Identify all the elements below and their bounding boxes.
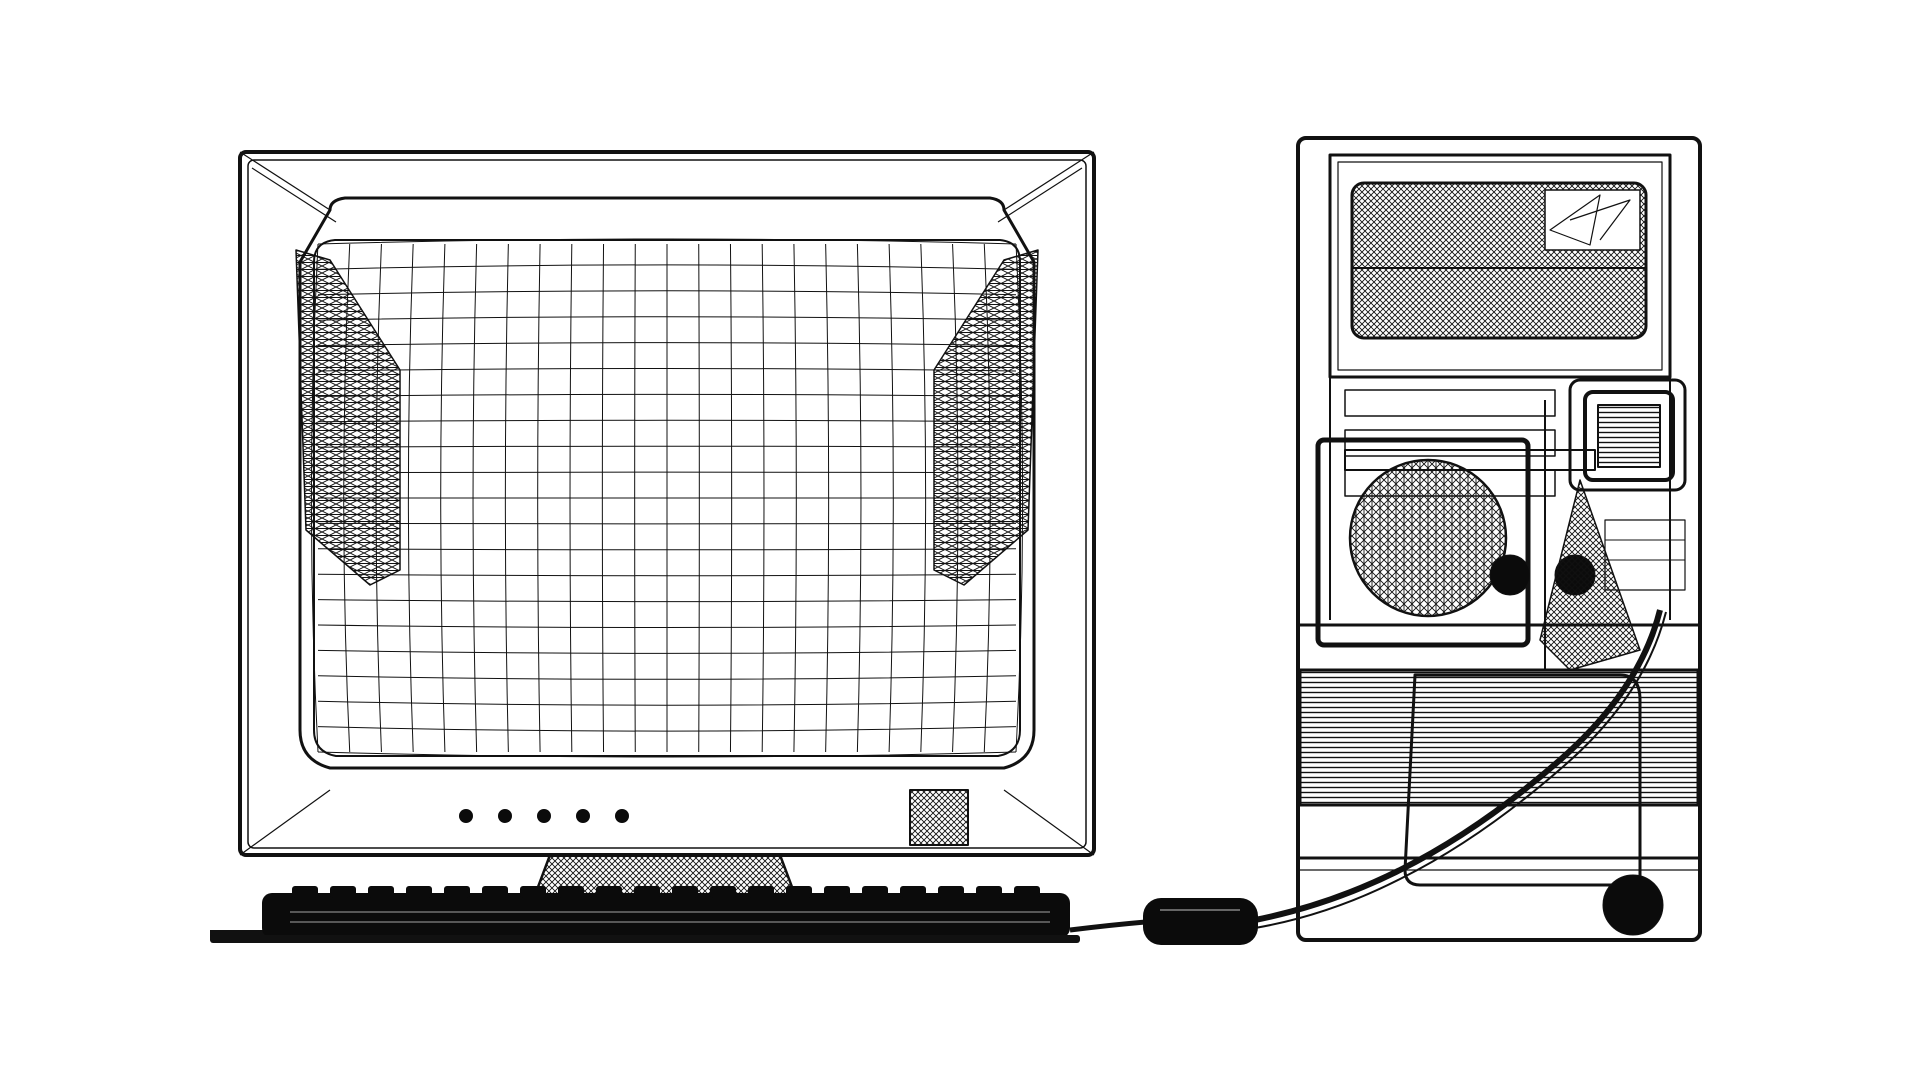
screen-grid-line [317, 419, 1017, 423]
keyboard [210, 886, 1080, 943]
screen-grid-line [317, 751, 1017, 758]
keyboard-key [938, 886, 964, 898]
keyboard-keyrows [290, 911, 1050, 923]
keyboard-key [596, 886, 622, 898]
monitor-indicator-buttons [459, 809, 629, 823]
pc-tower [1296, 136, 1702, 942]
monitor-indicator-button [576, 809, 590, 823]
tower-speaker-grill [1348, 458, 1508, 618]
left-side-mesh [295, 249, 401, 586]
bezel-bevel-lines [239, 151, 1095, 856]
screen-grid-line [317, 700, 1017, 706]
mouse [1143, 898, 1258, 945]
screen-grid-line [317, 393, 1017, 397]
keyboard-key [330, 886, 356, 898]
screen-glass [313, 239, 1021, 757]
tower-drive-bay [1344, 389, 1556, 417]
monitor-indicator-button [459, 809, 473, 823]
keyboard-key [976, 886, 1002, 898]
keyboard-base [210, 935, 1080, 943]
screen-wireframe-grid [310, 238, 1024, 758]
screen-grid-line [317, 726, 1017, 732]
keyboard-key [406, 886, 432, 898]
keyboard-key [786, 886, 812, 898]
keyboard-key [482, 886, 508, 898]
screen-grid-line [317, 548, 1017, 551]
keyboard-keys [292, 886, 1040, 898]
right-side-mesh [933, 249, 1039, 586]
keyboard-body [262, 893, 1070, 938]
screen-grid-line [317, 238, 1017, 245]
tower-knob-left [1489, 554, 1531, 596]
tower-drive-bays [1344, 389, 1556, 497]
tower-roller [1602, 874, 1664, 936]
keyboard-key [824, 886, 850, 898]
keyboard-key [444, 886, 470, 898]
keyboard-key [634, 886, 660, 898]
screen-frame [298, 196, 1036, 770]
tower-lower-vent [1298, 668, 1700, 807]
keyboard-key [520, 886, 546, 898]
screen-grid-line [317, 649, 1017, 654]
tower-power-switch [1583, 390, 1675, 482]
screen-grid-line [317, 675, 1017, 680]
screen-grid-line [317, 290, 1017, 296]
keyboard-key [748, 886, 774, 898]
keyboard-key [672, 886, 698, 898]
keyboard-key [558, 886, 584, 898]
screen-grid-line [317, 624, 1017, 628]
screen-grid-line [317, 471, 1017, 474]
tower-top-vent-detail [1549, 194, 1631, 246]
monitor-indicator-button [498, 809, 512, 823]
crt-monitor [238, 150, 1096, 897]
keyboard-key [862, 886, 888, 898]
tower-case [1296, 136, 1702, 942]
screen-grid-line [317, 368, 1017, 372]
screen-grid-line [317, 264, 1017, 270]
tower-drive-bay [1344, 429, 1556, 457]
screen-grid-line [317, 599, 1017, 603]
keyboard-key [900, 886, 926, 898]
keyboard-key [710, 886, 736, 898]
monitor-control-panel [909, 789, 969, 846]
keyboard-key [292, 886, 318, 898]
screen-grid-line [317, 445, 1017, 448]
screen-grid-line [317, 316, 1017, 321]
tower-switch-frame [1568, 378, 1687, 492]
tower-top-panel [1328, 153, 1672, 379]
keyboard-key [368, 886, 394, 898]
mouse-body [1143, 898, 1258, 945]
screen-grid-line [317, 522, 1017, 525]
tower-floppy-slot [1344, 449, 1596, 471]
screen-grid-line [317, 573, 1017, 577]
screen-grid-line [317, 342, 1017, 347]
keyboard-key [1014, 886, 1040, 898]
monitor-indicator-button [615, 809, 629, 823]
monitor-indicator-button [537, 809, 551, 823]
tower-front-bezel [1315, 437, 1531, 648]
monitor-bezel-inner [247, 159, 1087, 849]
